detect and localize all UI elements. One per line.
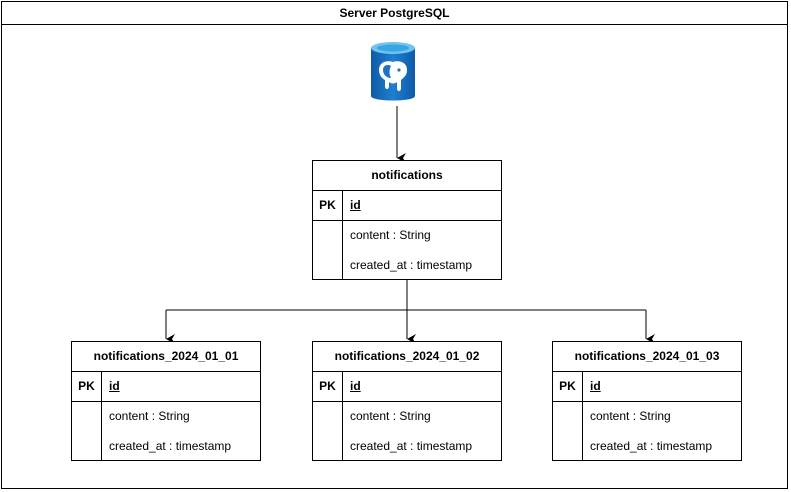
field-created-at: created_at : timestamp xyxy=(109,439,232,453)
field-rows: content : String created_at : timestamp xyxy=(553,402,741,460)
postgresql-database-icon xyxy=(371,42,415,101)
pk-label: PK xyxy=(553,372,583,401)
container-title: Server PostgreSQL xyxy=(2,2,787,25)
field-created-at: created_at : timestamp xyxy=(350,258,473,272)
pk-row: PK id xyxy=(313,372,501,402)
field-rows: content : String created_at : timestamp xyxy=(72,402,260,460)
field-content: content : String xyxy=(109,409,190,423)
key-column xyxy=(313,402,343,460)
pk-field: id xyxy=(590,379,601,393)
notifications-table[interactable]: notifications PK id content : String cre… xyxy=(312,160,502,280)
field-rows: content : String created_at : timestamp xyxy=(313,402,501,460)
pk-row: PK id xyxy=(72,372,260,402)
field-rows: content : String created_at : timestamp xyxy=(313,221,501,279)
table-title: notifications_2024_01_03 xyxy=(553,342,741,372)
pk-label: PK xyxy=(313,191,343,220)
pk-label: PK xyxy=(313,372,343,401)
partition-table-2024-01-02[interactable]: notifications_2024_01_02 PK id content :… xyxy=(312,341,502,461)
pk-field: id xyxy=(350,198,361,212)
field-content: content : String xyxy=(350,409,431,423)
partition-table-2024-01-03[interactable]: notifications_2024_01_03 PK id content :… xyxy=(552,341,742,461)
pk-row: PK id xyxy=(313,191,501,221)
field-content: content : String xyxy=(590,409,671,423)
key-column xyxy=(313,221,343,279)
pk-row: PK id xyxy=(553,372,741,402)
pk-label: PK xyxy=(72,372,102,401)
key-column xyxy=(72,402,102,460)
table-title: notifications_2024_01_01 xyxy=(72,342,260,372)
pk-field: id xyxy=(350,379,361,393)
partition-table-2024-01-01[interactable]: notifications_2024_01_01 PK id content :… xyxy=(71,341,261,461)
table-title: notifications xyxy=(313,161,501,191)
key-column xyxy=(553,402,583,460)
field-created-at: created_at : timestamp xyxy=(590,439,713,453)
table-title: notifications_2024_01_02 xyxy=(313,342,501,372)
pk-field: id xyxy=(109,379,120,393)
field-created-at: created_at : timestamp xyxy=(350,439,473,453)
field-content: content : String xyxy=(350,228,431,242)
